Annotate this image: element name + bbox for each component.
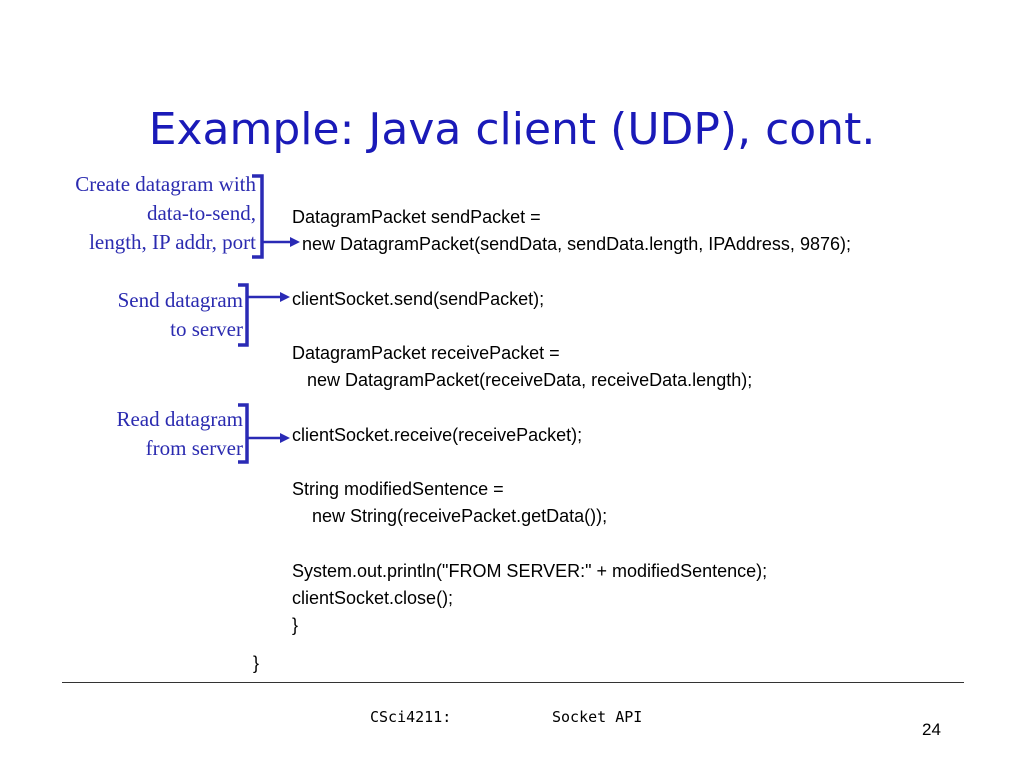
arrow-send-datagram — [247, 292, 290, 302]
slide-title: Example: Java client (UDP), cont. — [148, 104, 876, 155]
annotation-line: Read datagram — [116, 407, 243, 431]
footer-divider — [62, 682, 964, 683]
code-line: new DatagramPacket(sendData, sendData.le… — [292, 234, 851, 254]
annotation-line: Create datagram with — [75, 172, 256, 196]
footer-topic: Socket API — [552, 708, 643, 726]
code-line: new String(receivePacket.getData()); — [292, 506, 608, 526]
annotation-read-datagram: Read datagram from server — [116, 405, 243, 463]
code-line: new DatagramPacket(receiveData, receiveD… — [292, 370, 753, 390]
annotation-line: to server — [170, 317, 243, 341]
bracket-send-datagram — [238, 283, 249, 347]
code-line: clientSocket.send(sendPacket); — [292, 289, 545, 309]
code-line: System.out.println("FROM SERVER:" + modi… — [292, 561, 768, 581]
bracket-read-datagram — [238, 403, 249, 464]
code-line: clientSocket.receive(receivePacket); — [292, 425, 583, 445]
annotation-line: data-to-send, — [146, 201, 256, 225]
annotation-line: Send datagram — [117, 288, 243, 312]
arrow-read-datagram — [247, 433, 290, 443]
annotation-create-datagram: Create datagram with data-to-send, lengt… — [75, 170, 256, 257]
code-line: DatagramPacket sendPacket = — [292, 207, 541, 227]
bracket-create-datagram — [252, 174, 264, 259]
page-number: 24 — [922, 720, 941, 739]
footer-course: CSci4211: — [370, 708, 452, 726]
code-line: DatagramPacket receivePacket = — [292, 343, 560, 363]
code-line: clientSocket.close(); — [292, 588, 454, 608]
code-line: String modifiedSentence = — [292, 479, 504, 499]
arrow-create-datagram — [262, 237, 300, 247]
annotation-send-datagram: Send datagram to server — [118, 286, 243, 344]
outer-closing-brace: } — [253, 653, 260, 673]
code-line: } — [292, 615, 299, 635]
annotation-line: length, IP addr, port — [89, 230, 256, 254]
annotation-line: from server — [145, 436, 243, 460]
